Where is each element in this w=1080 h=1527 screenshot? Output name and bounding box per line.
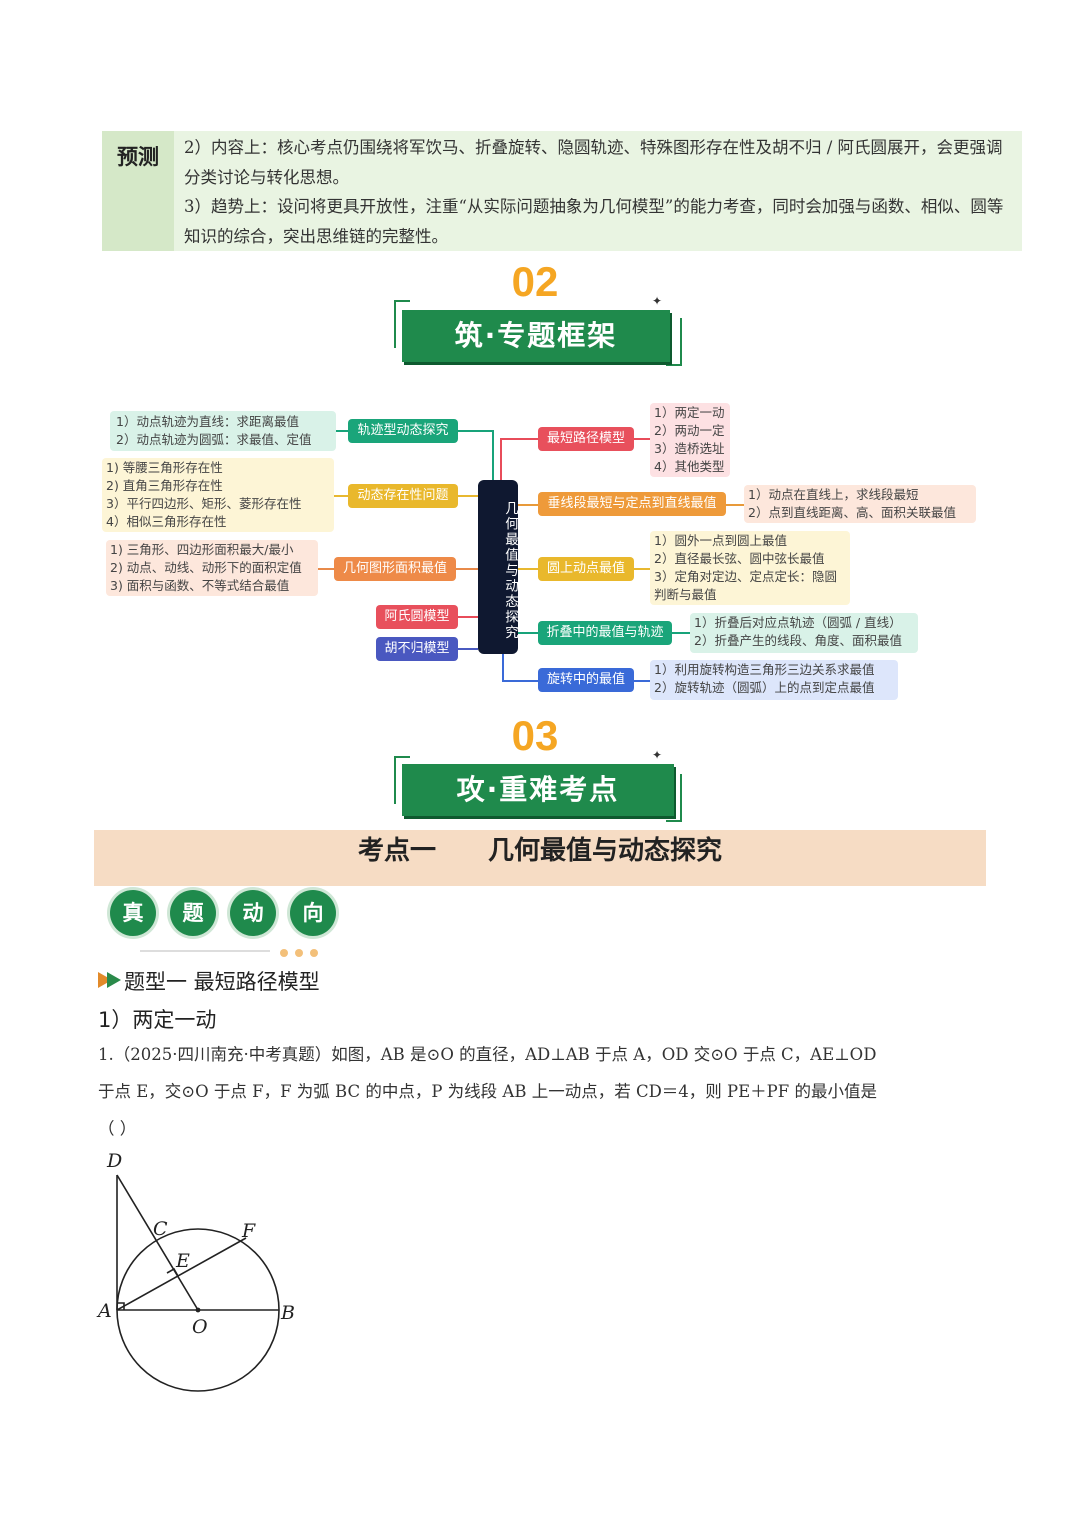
question-line: 于点 E，交⊙O 于点 F，F 为弧 BC 的中点，P 为线段 AB 上一动点，… xyxy=(98,1082,877,1101)
mindmap-detail-trajectory: 1）动点轨迹为直线：求距离最值 2）动点轨迹为圆弧：求最值、定值 xyxy=(110,411,336,451)
connector xyxy=(492,430,494,486)
divider xyxy=(140,950,270,952)
badge-circle: 向 xyxy=(290,890,336,936)
connector xyxy=(318,568,334,570)
mindmap-detail-area: 1) 三角形、四边形面积最大/最小 2) 动点、动线、动形下的面积定值 3) 面… xyxy=(106,540,318,596)
connector xyxy=(500,438,538,440)
mindmap-detail-folding: 1）折叠后对应点轨迹（圆弧 / 直线） 2）折叠产生的线段、角度、面积最值 xyxy=(690,613,918,653)
connector xyxy=(458,616,478,618)
connector xyxy=(334,495,348,497)
mindmap-detail-circle-point: 1）圆外一点到圆上最值 2）直径最长弦、圆中弦长最值 3）定角对定边、定点定长：… xyxy=(650,531,850,605)
sparkle-icon: ✦ xyxy=(652,294,663,308)
topic-title: 考点一 几何最值与动态探究 xyxy=(357,836,722,866)
dot-icon xyxy=(295,949,303,957)
mindmap-node-hubugui: 胡不归模型 xyxy=(376,637,458,661)
point-label-E: E xyxy=(175,1250,190,1272)
badge-circle: 动 xyxy=(230,890,276,936)
connector xyxy=(634,680,650,682)
mindmap-node-circle-point: 圆上动点最值 xyxy=(538,557,634,581)
connector xyxy=(518,568,538,570)
point-label-C: C xyxy=(153,1218,168,1240)
banner-bracket-right xyxy=(666,774,682,822)
banner-bracket-left xyxy=(394,756,410,804)
section-banner: 攻·重难考点 xyxy=(402,764,674,816)
dot-icon xyxy=(280,949,288,957)
connector xyxy=(634,568,650,570)
sparkle-icon: ✦ xyxy=(652,748,663,762)
mindmap-detail-existence: 1) 等腰三角形存在性 2) 直角三角形存在性 3）平行四边形、矩形、菱形存在性… xyxy=(102,458,334,532)
connector xyxy=(458,495,478,497)
mindmap-node-existence: 动态存在性问题 xyxy=(348,484,458,508)
mindmap-detail-perpendicular: 1）动点在直线上，求线段最短 2）点到直线距离、高、面积关联最值 xyxy=(744,485,976,523)
prediction-line-3: 3）趋势上：设问将更具开放性，注重“从实际问题抽象为几何模型”的能力考查，同时会… xyxy=(184,197,1004,246)
question-type-heading: 题型一 最短路径模型 xyxy=(124,970,320,994)
badge-circle: 题 xyxy=(170,890,216,936)
mindmap-detail-shortest-path: 1）两定一动 2）两动一定 3）造桥选址 4）其他类型 xyxy=(650,403,730,477)
section-number: 02 xyxy=(511,258,559,305)
connector xyxy=(500,438,502,488)
dot-icon xyxy=(310,949,318,957)
point-label-O: O xyxy=(192,1316,208,1338)
connector xyxy=(510,632,538,634)
arrow-icon xyxy=(98,970,124,994)
mindmap-node-rotation: 旋转中的最值 xyxy=(538,668,634,692)
question-text: 1.（2025·四川南充·中考真题）如图，AB 是⊙O 的直径，AD⊥AB 于点… xyxy=(98,1036,998,1147)
mindmap-node-area: 几何图形面积最值 xyxy=(334,557,456,581)
connector xyxy=(502,680,538,682)
connector xyxy=(726,504,744,506)
question-line: 1.（2025·四川南充·中考真题）如图，AB 是⊙O 的直径，AD⊥AB 于点… xyxy=(98,1045,877,1064)
connector xyxy=(672,632,690,634)
mindmap-node-perpendicular: 垂线段最短与定点到直线最值 xyxy=(538,492,726,516)
section-banner: 筑·专题框架 xyxy=(402,310,670,362)
point-label-B: B xyxy=(280,1302,295,1324)
section-number: 03 xyxy=(511,712,559,759)
connector xyxy=(518,504,538,506)
banner-bracket-right xyxy=(666,318,682,366)
prediction-label: 预测 xyxy=(102,131,174,251)
banner-bracket-left xyxy=(394,300,410,348)
mindmap-center: 几何最值与动态探究 xyxy=(478,480,518,654)
connector xyxy=(458,430,494,432)
connector xyxy=(634,438,650,440)
point-label-F: F xyxy=(241,1220,256,1242)
sub-heading: 1）两定一动 xyxy=(98,1008,217,1032)
connector xyxy=(458,648,478,650)
mindmap-node-trajectory: 轨迹型动态探究 xyxy=(348,419,458,443)
mindmap-detail-rotation: 1）利用旋转构造三角形三边关系求最值 2）旋转轨迹（圆弧）上的点到定点最值 xyxy=(650,660,898,700)
topic-bar: 考点一 几何最值与动态探究 xyxy=(94,830,986,886)
prediction-box: 预测 2）内容上：核心考点仍围绕将军饮马、折叠旋转、隐圆轨迹、特殊图形存在性及胡… xyxy=(102,131,1022,251)
connector xyxy=(336,430,348,432)
prediction-text: 2）内容上：核心考点仍围绕将军饮马、折叠旋转、隐圆轨迹、特殊图形存在性及胡不归 … xyxy=(184,133,1019,251)
connector xyxy=(502,652,504,682)
badge-circle: 真 xyxy=(110,890,156,936)
question-line: （ ） xyxy=(98,1119,137,1138)
point-label-A: A xyxy=(96,1300,112,1322)
point-label-D: D xyxy=(106,1150,122,1172)
mindmap-node-shortest-path: 最短路径模型 xyxy=(538,427,634,451)
geometry-figure: D C F E A O B xyxy=(96,1150,295,1392)
mindmap-node-apollonius: 阿氏圆模型 xyxy=(376,605,458,629)
connector xyxy=(456,568,478,570)
mindmap-node-folding: 折叠中的最值与轨迹 xyxy=(538,621,672,645)
prediction-line-2: 2）内容上：核心考点仍围绕将军饮马、折叠旋转、隐圆轨迹、特殊图形存在性及胡不归 … xyxy=(184,138,1003,187)
